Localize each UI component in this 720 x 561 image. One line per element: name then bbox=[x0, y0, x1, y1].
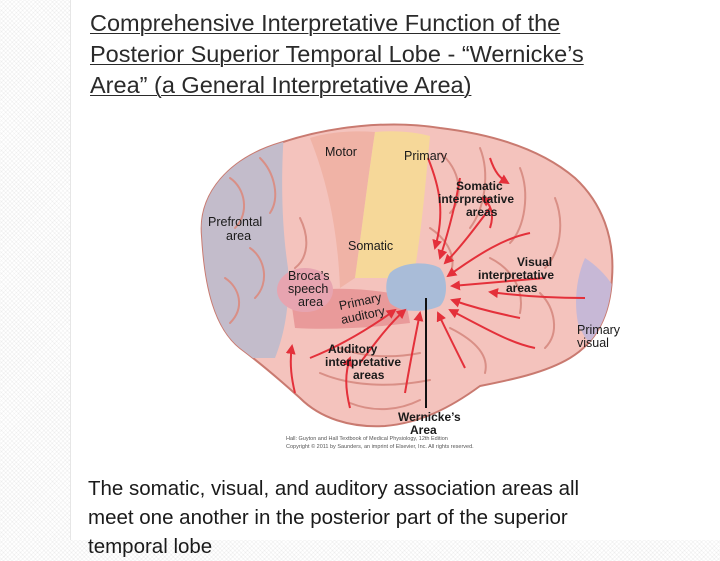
label-broca-1: Broca’s bbox=[288, 269, 329, 283]
label-auditory-interp-3: areas bbox=[353, 368, 385, 382]
label-motor: Motor bbox=[325, 145, 357, 159]
slide-title: Comprehensive Interpretative Function of… bbox=[90, 8, 700, 101]
caption-line-2: meet one another in the posterior part o… bbox=[88, 506, 568, 529]
label-prefrontal-1: Prefrontal bbox=[208, 215, 262, 229]
somatic-region bbox=[355, 131, 430, 278]
credit-line-1: Hall: Guyton and Hall Textbook of Medica… bbox=[286, 436, 448, 442]
brain-diagram-svg: Motor Primary Somatic Prefrontal area Br… bbox=[200, 123, 621, 450]
label-primary-visual-2: visual bbox=[577, 336, 609, 350]
label-broca-3: area bbox=[298, 295, 323, 309]
label-visual-interp-1: Visual bbox=[517, 255, 552, 269]
label-wernicke-1: Wernicke’s bbox=[398, 410, 461, 424]
slide-left-border bbox=[70, 0, 71, 540]
association-arrows bbox=[285, 157, 586, 409]
credit-line-2: Copyright © 2011 by Saunders, an imprint… bbox=[286, 443, 474, 450]
caption-line-1: The somatic, visual, and auditory associ… bbox=[88, 477, 580, 500]
motor-region bbox=[310, 131, 375, 288]
broca-region bbox=[277, 268, 333, 312]
title-line-2: Posterior Superior Temporal Lobe - “Wern… bbox=[90, 41, 584, 67]
label-primary: Primary bbox=[404, 149, 448, 163]
label-auditory-interp-2: interpretative bbox=[325, 355, 401, 369]
title-line-1: Comprehensive Interpretative Function of… bbox=[90, 10, 561, 36]
brain-diagram: Motor Primary Somatic Prefrontal area Br… bbox=[190, 118, 650, 458]
label-somatic-interp-1: Somatic bbox=[456, 179, 503, 193]
caption-line-3: temporal lobe bbox=[88, 535, 213, 558]
label-visual-interp-2: interpretative bbox=[478, 268, 554, 282]
label-visual-interp-3: areas bbox=[506, 281, 538, 295]
label-broca-2: speech bbox=[288, 282, 328, 296]
label-auditory-interp-1: Auditory bbox=[328, 342, 378, 356]
title-line-3: Area” (a General Interpretative Area) bbox=[90, 72, 472, 98]
wernicke-region bbox=[386, 263, 446, 311]
slide-caption: The somatic, visual, and auditory associ… bbox=[88, 474, 688, 561]
label-primary-visual-1: Primary bbox=[577, 323, 621, 337]
label-somatic-interp-3: areas bbox=[466, 205, 498, 219]
label-wernicke-2: Area bbox=[410, 423, 437, 437]
label-somatic-interp-2: interpretative bbox=[438, 192, 514, 206]
label-prefrontal-2: area bbox=[226, 229, 251, 243]
label-somatic: Somatic bbox=[348, 239, 393, 253]
